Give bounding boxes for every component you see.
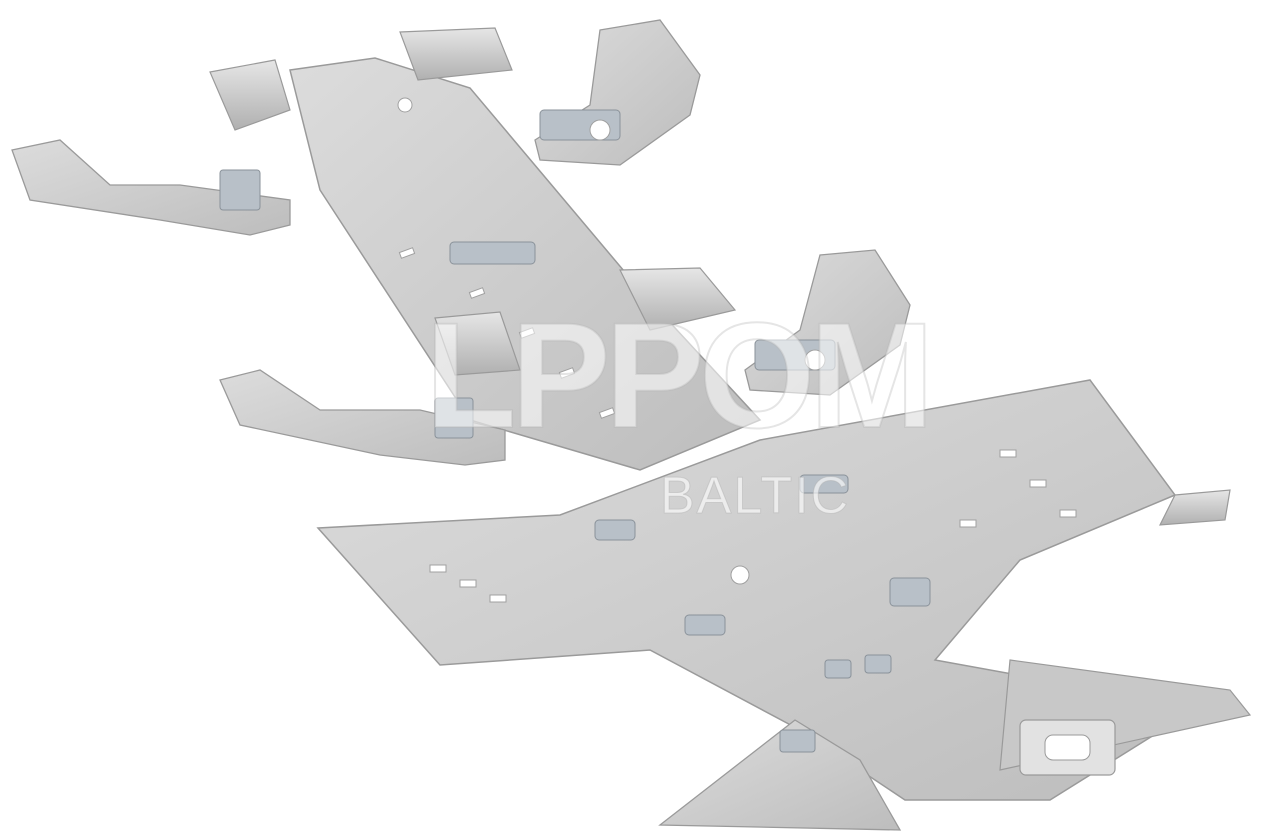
arm-guard-right-lower (744, 249, 911, 396)
mounting-brackets (449, 241, 931, 679)
plate-holes (397, 97, 1077, 603)
rear-triangle-guard (658, 719, 902, 831)
main-skid-plate (316, 379, 1252, 801)
arm-guard-right-upper (534, 19, 701, 166)
arm-guard-left-upper (11, 139, 291, 236)
arm-guard-left-lower (219, 369, 506, 466)
